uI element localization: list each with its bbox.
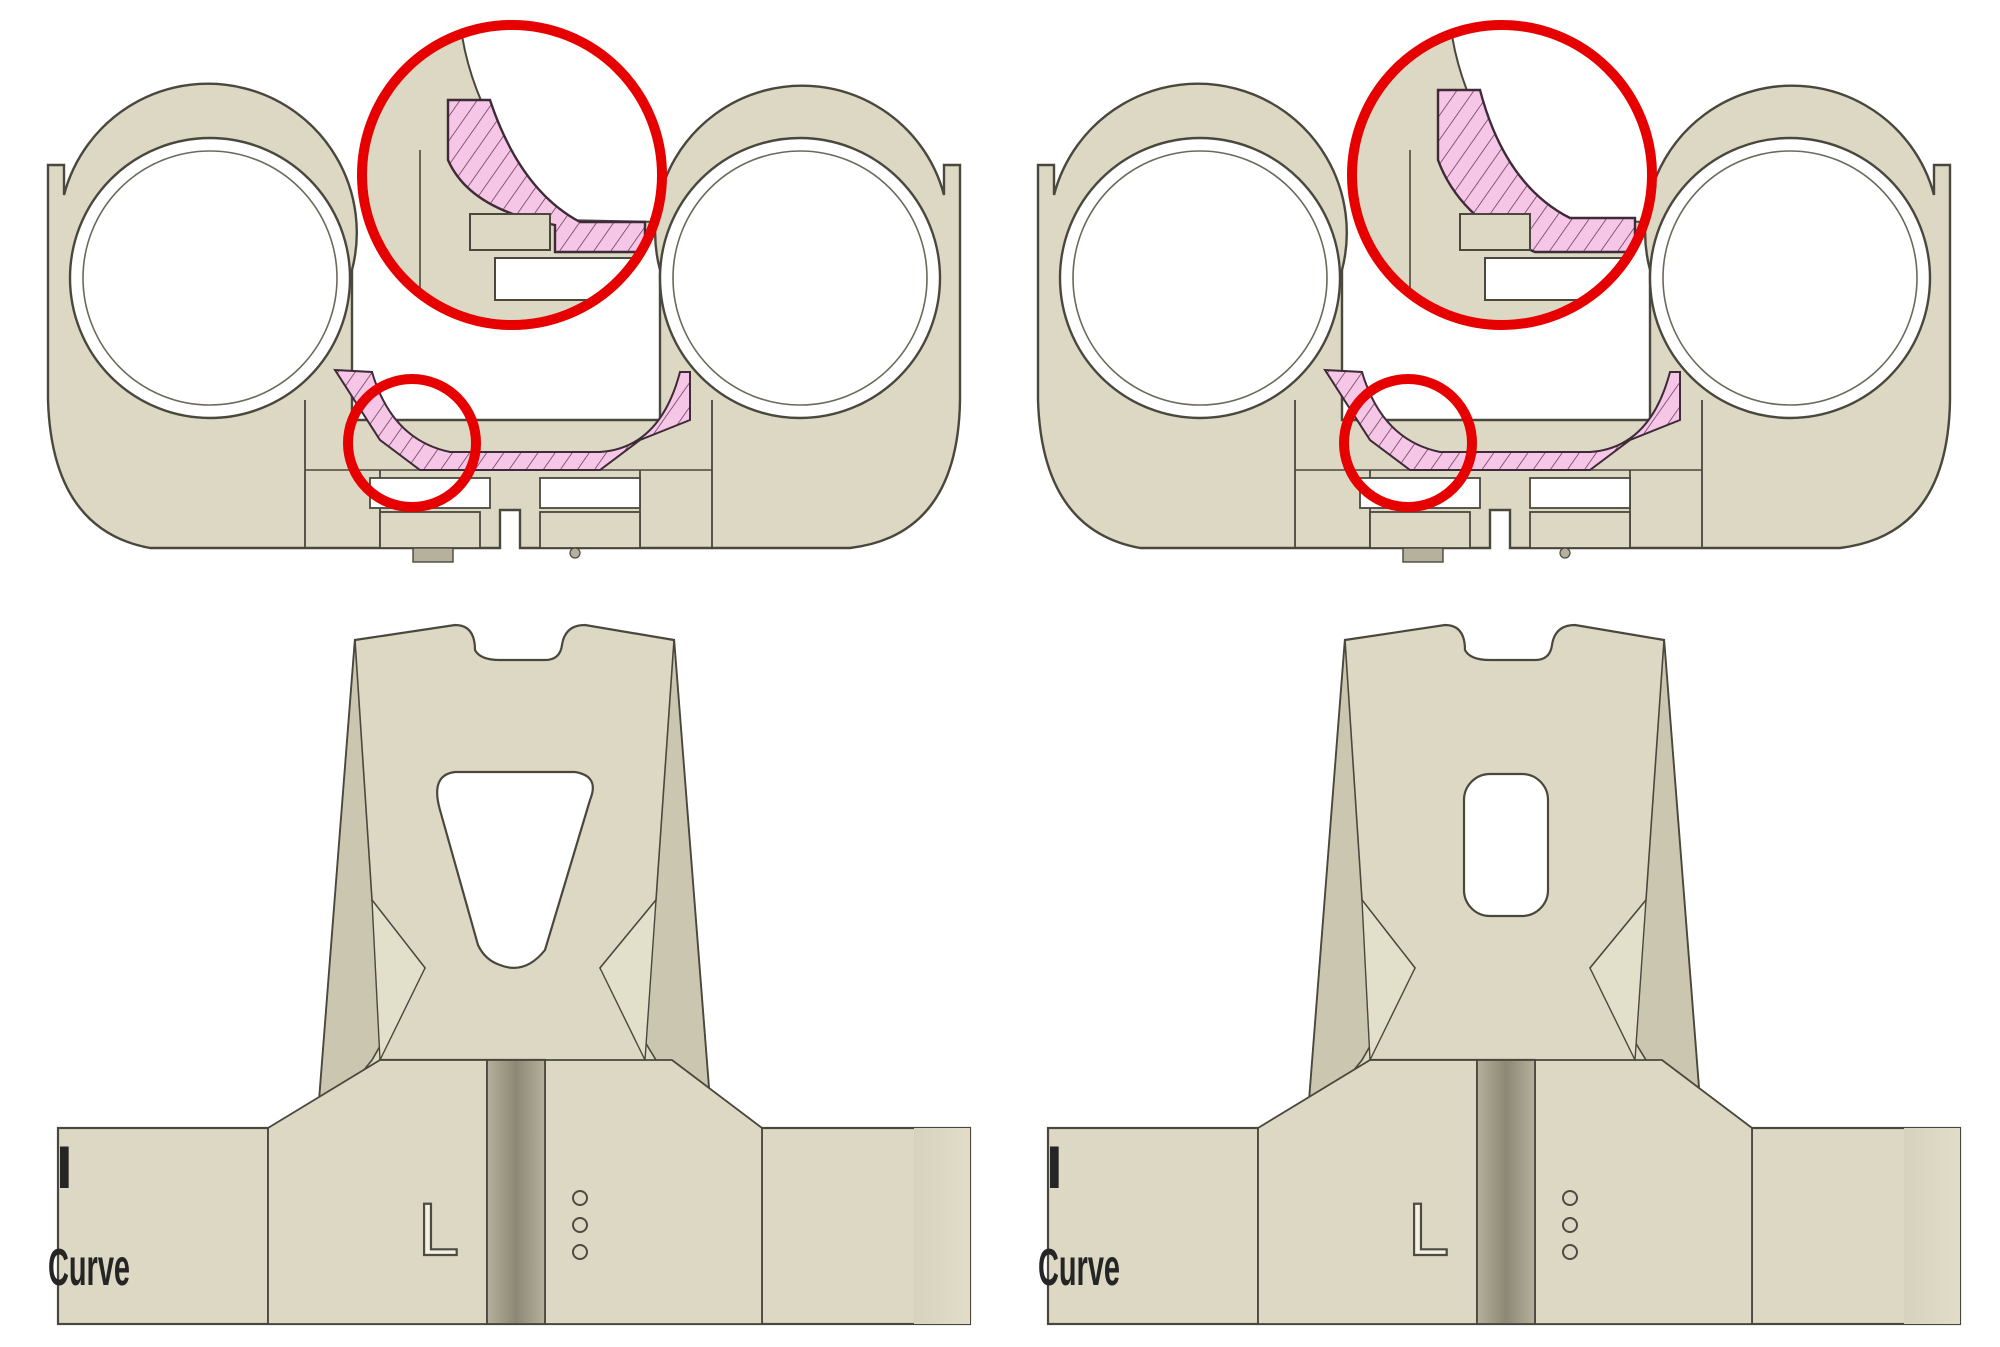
left-front-view: L I Curve <box>48 623 972 1326</box>
right-side-label: L <box>1408 1188 1449 1271</box>
right-part: L I Curve <box>1036 20 1962 1326</box>
left-highlight-circle <box>343 374 481 512</box>
right-rounded-cutout <box>1462 772 1550 918</box>
right-front-view: L I Curve <box>1038 623 1962 1326</box>
left-triangular-cutout <box>436 770 594 969</box>
left-brand-text: Curve <box>48 1239 130 1297</box>
right-brand-mark: I <box>1046 1134 1063 1201</box>
right-highlight-circle <box>1339 374 1477 512</box>
left-indicator-dots-icon <box>572 1190 588 1260</box>
left-part: L I Curve <box>46 20 972 1326</box>
left-magnifier-icon <box>357 20 667 330</box>
left-side-label: L <box>418 1188 459 1271</box>
right-magnifier-icon <box>1347 20 1657 330</box>
right-brand-text: Curve <box>1038 1239 1120 1297</box>
right-indicator-dots-icon <box>1562 1190 1578 1260</box>
left-brand-mark: I <box>56 1134 73 1201</box>
